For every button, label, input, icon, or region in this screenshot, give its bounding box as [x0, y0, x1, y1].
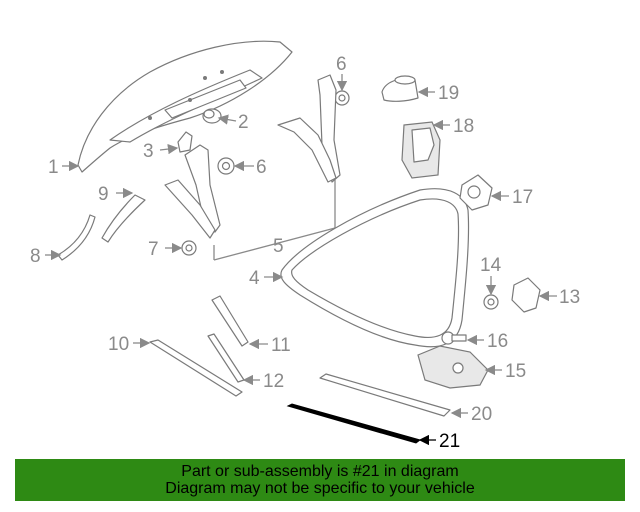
part-11-gas-strut: [211, 295, 249, 347]
part-21-seal: [286, 403, 422, 444]
part-15-latch: [417, 345, 489, 389]
callout-3: 3: [143, 141, 154, 162]
part-16-bolt: [441, 331, 467, 345]
part-6-nut-lower: [217, 157, 235, 175]
info-banner: Part or sub-assembly is #21 in diagram D…: [15, 459, 625, 501]
part-3-bracket: [177, 131, 193, 153]
callout-6-lower: 6: [256, 157, 267, 178]
part-13-bracket: [511, 277, 541, 313]
callout-13: 13: [559, 287, 580, 308]
callout-14: 14: [480, 255, 502, 276]
callout-10: 10: [108, 334, 129, 355]
callout-labels: 1 2 3 4 5 6 6 7 8 9 10 11 12 13 14 15 16…: [30, 54, 580, 452]
callout-17: 17: [512, 187, 533, 208]
callout-9: 9: [98, 184, 109, 205]
callout-16: 16: [487, 331, 508, 352]
part-20-sill-trim: [319, 373, 451, 417]
callout-1: 1: [48, 157, 59, 178]
banner-line-2: Diagram may not be specific to your vehi…: [165, 480, 475, 497]
callout-20: 20: [471, 404, 492, 425]
part-10-strut: [149, 339, 243, 397]
callout-19: 19: [438, 83, 459, 104]
part-2-bumper: [202, 108, 222, 124]
callout-2: 2: [238, 112, 249, 133]
callout-8: 8: [30, 246, 41, 267]
leader-lines: [45, 74, 557, 446]
part-19-handle: [381, 75, 419, 102]
part-18-lock-actuator: [401, 121, 441, 179]
part-5-hinge-assembly: [164, 74, 341, 261]
part-8-trim: [57, 214, 96, 261]
part-1-trunk-lid: [77, 40, 293, 173]
callout-21: 21: [439, 431, 460, 452]
callout-15: 15: [505, 361, 526, 382]
callout-6-upper: 6: [336, 54, 347, 75]
parts-diagram: 1 2 3 4 5 6 6 7 8 9 10 11 12 13 14 15 16…: [30, 40, 580, 452]
banner-line-1: Part or sub-assembly is #21 in diagram: [181, 463, 459, 480]
part-9-trim: [101, 194, 146, 243]
callout-4: 4: [249, 268, 260, 289]
part-7-nut: [181, 240, 197, 256]
callout-11: 11: [271, 335, 291, 356]
part-14-nut: [483, 294, 499, 310]
callout-7: 7: [148, 239, 159, 260]
callout-5: 5: [273, 236, 284, 257]
callout-12: 12: [263, 371, 284, 392]
part-17-bumper: [459, 174, 493, 211]
callout-18: 18: [453, 116, 474, 137]
part-4-weatherstrip: [280, 188, 470, 348]
part-6-nut-upper: [334, 90, 350, 106]
